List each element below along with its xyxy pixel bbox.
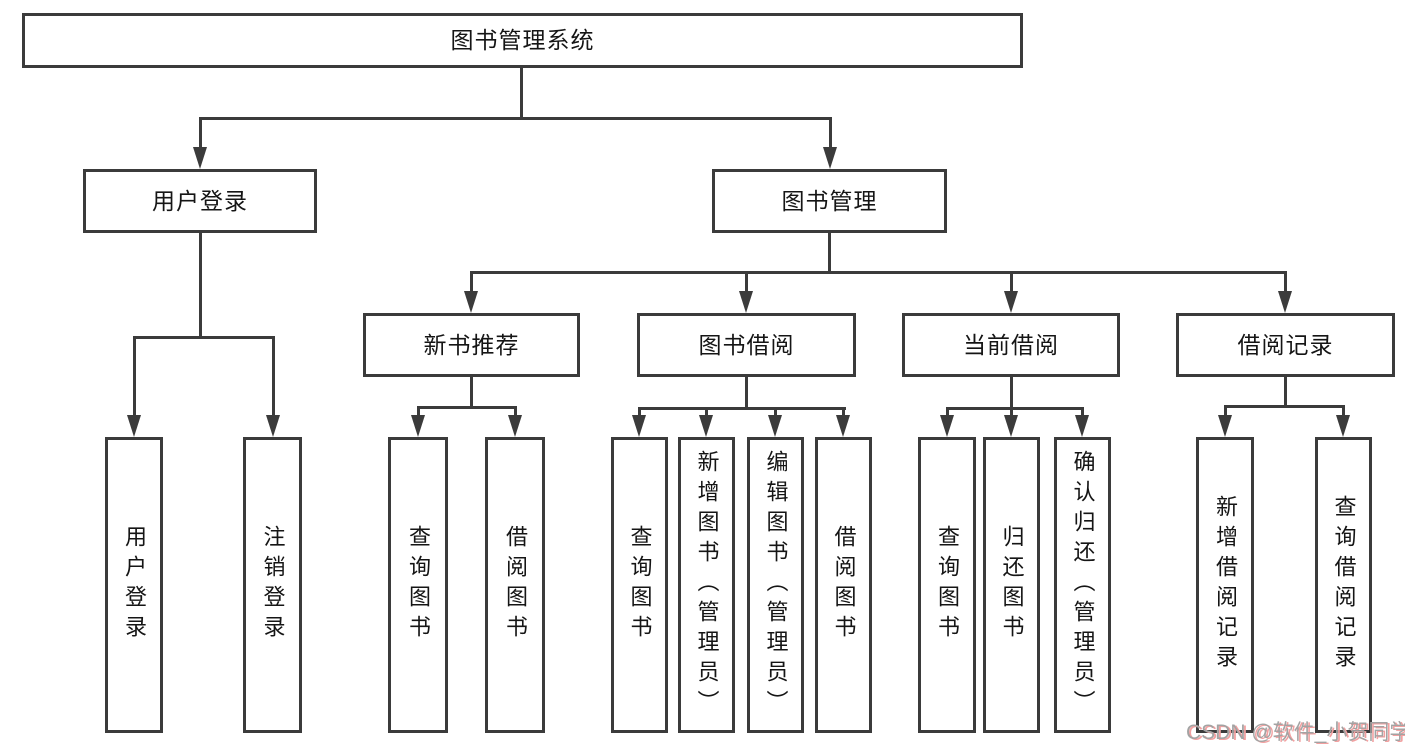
arrowhead-icon [1004, 415, 1018, 437]
arrowhead-icon [940, 415, 954, 437]
connector-arm [638, 407, 641, 417]
arrowhead-icon [411, 415, 425, 437]
connector-arm [946, 407, 949, 417]
node-book-borrow: 图书借阅 [637, 313, 856, 377]
leaf-query-books-current: 查询图书 [918, 437, 976, 733]
connector-root-stem [520, 68, 523, 117]
leaf-query-books-borrow: 查询图书 [611, 437, 668, 733]
connector-arm [514, 406, 517, 417]
connector-level3-rail [471, 271, 1286, 274]
leaf-add-borrow-record: 新增借阅记录 [1196, 437, 1254, 733]
connector-user-login-stem [199, 233, 202, 336]
connector-arm [1081, 407, 1084, 417]
node-current-borrow: 当前借阅 [902, 313, 1120, 377]
arrowhead-icon [127, 415, 141, 437]
node-book-management: 图书管理 [712, 169, 947, 233]
arrowhead-icon [836, 415, 850, 437]
connector-arm [1224, 405, 1227, 417]
arrowhead-icon [1218, 415, 1232, 437]
arrowhead-icon [823, 147, 837, 169]
connector-arm [470, 271, 473, 293]
node-new-book-recommend: 新书推荐 [363, 313, 580, 377]
connector-arm [1342, 405, 1345, 417]
arrowhead-icon [1075, 415, 1089, 437]
arrowhead-icon [768, 415, 782, 437]
connector-borrow-records-rail [1224, 405, 1345, 408]
connector-arm [842, 407, 845, 417]
leaf-user-login: 用户登录 [105, 437, 163, 733]
connector-arm [199, 117, 202, 149]
node-borrow-records: 借阅记录 [1176, 313, 1395, 377]
connector-new-book-stem [470, 377, 473, 406]
leaf-query-books-newbook: 查询图书 [388, 437, 448, 733]
leaf-query-borrow-record: 查询借阅记录 [1315, 437, 1372, 733]
connector-current-borrow-stem [1010, 377, 1013, 407]
node-library-management-system: 图书管理系统 [22, 13, 1023, 68]
leaf-borrow-books-borrow: 借阅图书 [815, 437, 872, 733]
connector-borrow-records-stem [1284, 377, 1287, 405]
connector-arm [417, 406, 420, 417]
connector-arm [272, 336, 275, 417]
arrowhead-icon [508, 415, 522, 437]
arrowhead-icon [1278, 291, 1292, 313]
connector-arm [829, 117, 832, 149]
leaf-edit-books-admin: 编辑图书（管理员） [747, 437, 804, 733]
connector-book-borrow-rail [638, 407, 846, 410]
connector-arm [774, 407, 777, 417]
leaf-add-books-admin: 新增图书（管理员） [678, 437, 735, 733]
arrowhead-icon [1336, 415, 1350, 437]
node-user-login: 用户登录 [83, 169, 317, 233]
connector-new-book-rail [417, 406, 516, 409]
connector-user-login-rail [133, 336, 275, 339]
csdn-watermark: CSDN @软件_小贺同学 [1186, 721, 1405, 744]
arrowhead-icon [699, 415, 713, 437]
connector-arm [1284, 271, 1287, 293]
connector-arm [705, 407, 708, 417]
connector-current-borrow-rail [946, 407, 1084, 410]
arrowhead-icon [266, 415, 280, 437]
arrowhead-icon [739, 291, 753, 313]
arrowhead-icon [193, 147, 207, 169]
connector-arm [745, 271, 748, 293]
arrowhead-icon [1004, 291, 1018, 313]
leaf-confirm-return-admin: 确认归还（管理员） [1054, 437, 1111, 733]
connector-arm [1010, 271, 1013, 293]
connector-book-management-stem [828, 233, 831, 271]
connector-level2-rail [199, 117, 832, 120]
arrowhead-icon [632, 415, 646, 437]
connector-arm [1010, 407, 1013, 417]
arrowhead-icon [464, 291, 478, 313]
leaf-return-books: 归还图书 [983, 437, 1040, 733]
connector-book-borrow-stem [745, 377, 748, 407]
leaf-logout-login: 注销登录 [243, 437, 302, 733]
connector-arm [133, 336, 136, 417]
leaf-borrow-books-newbook: 借阅图书 [485, 437, 545, 733]
